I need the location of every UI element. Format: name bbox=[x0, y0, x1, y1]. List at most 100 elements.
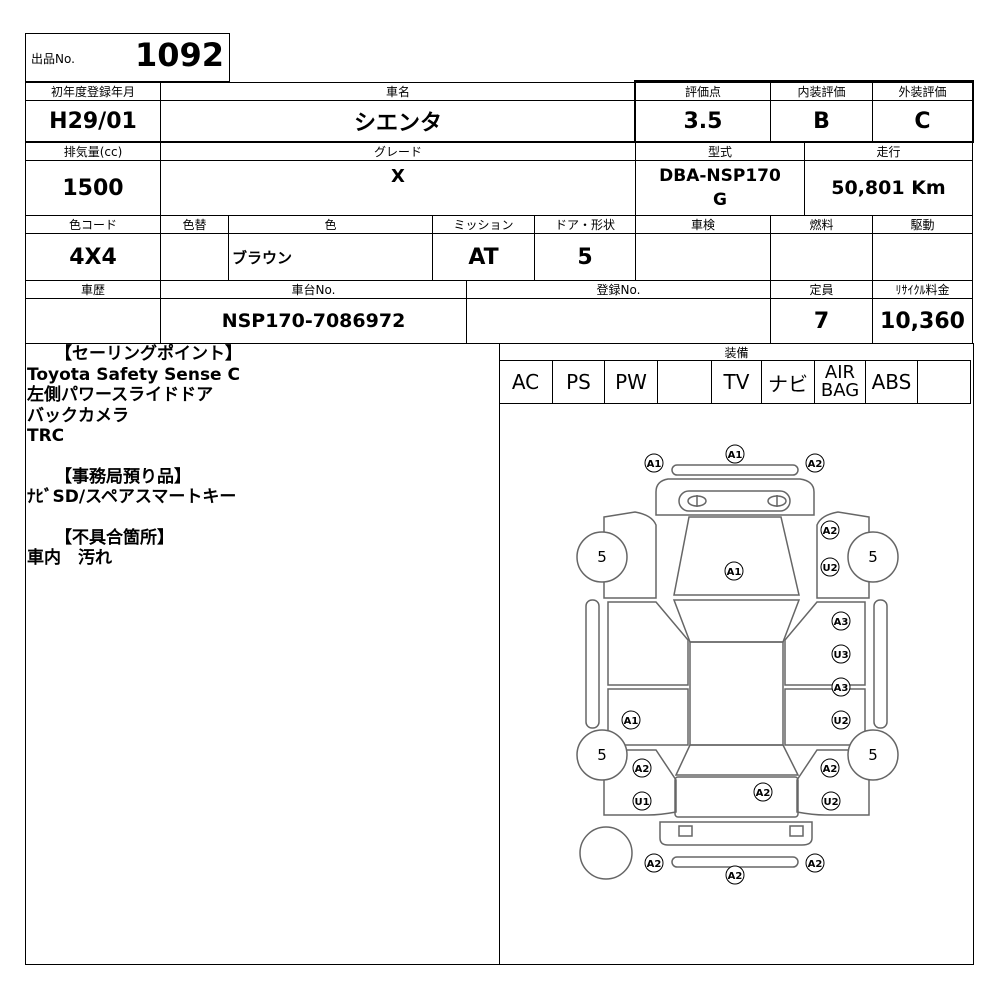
front-bumper-outline bbox=[671, 464, 799, 476]
svg-text:A2: A2 bbox=[756, 788, 771, 799]
left-front-fender-outline bbox=[603, 511, 657, 599]
color-label: 色 bbox=[228, 215, 433, 234]
equipment-airbag: AIR BAG bbox=[815, 361, 866, 403]
tire-depth-label: 5 bbox=[597, 746, 607, 764]
lot-number-label: 出品No. bbox=[31, 52, 75, 66]
front-panel-outline bbox=[655, 478, 815, 516]
tire-depth-label: 5 bbox=[868, 548, 878, 566]
svg-text:U1: U1 bbox=[634, 797, 649, 808]
first-registration: H29/01 bbox=[25, 100, 161, 142]
fuel-label: 燃料 bbox=[770, 215, 873, 234]
selling-point-item: 左側パワースライドドア bbox=[27, 385, 214, 405]
section-divider bbox=[499, 343, 500, 965]
model-line-1: DBA-NSP170 bbox=[659, 166, 781, 186]
car-name-label: 車名 bbox=[160, 82, 636, 101]
right-front-fender-outline bbox=[816, 511, 870, 599]
spare-tire bbox=[579, 826, 633, 880]
damage-mark: U1 bbox=[632, 791, 652, 811]
equipment-navi: ナビ bbox=[762, 361, 815, 403]
repaint-label: 色替 bbox=[160, 215, 229, 234]
recycle-fee: 10,360 bbox=[872, 298, 973, 344]
svg-text:A1: A1 bbox=[647, 459, 662, 470]
damage-mark: A3 bbox=[831, 677, 851, 697]
left-front-door-outline bbox=[607, 601, 689, 686]
damage-mark: A2 bbox=[644, 853, 664, 873]
svg-text:A2: A2 bbox=[635, 764, 650, 775]
left-sill-outline bbox=[585, 599, 600, 729]
damage-mark: A2 bbox=[820, 758, 840, 778]
tire-depth-label: 5 bbox=[597, 548, 607, 566]
svg-text:A2: A2 bbox=[808, 459, 823, 470]
grade-label: グレード bbox=[160, 142, 636, 161]
svg-text:A3: A3 bbox=[834, 683, 849, 694]
damage-mark: A2 bbox=[805, 853, 825, 873]
grille-outline bbox=[678, 490, 791, 512]
svg-text:U2: U2 bbox=[823, 797, 838, 808]
office-items-header: 【事務局預り品】 bbox=[55, 466, 191, 487]
damage-mark: U2 bbox=[820, 557, 840, 577]
model-cell bbox=[635, 160, 805, 216]
svg-text:A2: A2 bbox=[808, 859, 823, 870]
damage-mark: A2 bbox=[725, 865, 745, 885]
tire-rear-right bbox=[847, 729, 899, 781]
inspection-label: 車検 bbox=[635, 215, 771, 234]
equipment-ps: PS bbox=[553, 361, 605, 403]
svg-text:A1: A1 bbox=[624, 716, 639, 727]
equipment-empty-2 bbox=[918, 361, 971, 403]
color-code-label: 色コード bbox=[25, 215, 161, 234]
svg-text:A2: A2 bbox=[823, 764, 838, 775]
tire-rear-left bbox=[576, 729, 628, 781]
right-rear-quarter-outline bbox=[796, 749, 870, 816]
notes-panel: 【セーリングポイント】 Toyota Safety Sense C 左側パワース… bbox=[27, 344, 497, 569]
inspection bbox=[635, 233, 771, 281]
damage-mark: A2 bbox=[753, 782, 773, 802]
svg-text:A2: A2 bbox=[823, 526, 838, 537]
roof-outline bbox=[689, 641, 784, 746]
tire-depth-label: 5 bbox=[868, 746, 878, 764]
equipment-empty-1 bbox=[658, 361, 712, 403]
mileage: 50,801 Km bbox=[804, 160, 973, 216]
selling-point-item: バックカメラ bbox=[27, 405, 129, 426]
capacity-label: 定員 bbox=[770, 280, 873, 299]
first-registration-label: 初年度登録年月 bbox=[25, 82, 161, 101]
equipment-tv: TV bbox=[712, 361, 762, 403]
hood-outline bbox=[673, 516, 800, 596]
damage-mark: A2 bbox=[820, 520, 840, 540]
mission: AT bbox=[432, 233, 535, 281]
damage-mark: A1 bbox=[621, 710, 641, 730]
rear-panel-outline bbox=[659, 821, 813, 846]
mileage-label: 走行 bbox=[804, 142, 973, 161]
damage-mark: U2 bbox=[831, 710, 851, 730]
left-rear-quarter-outline bbox=[603, 749, 677, 816]
displacement: 1500 bbox=[25, 160, 161, 216]
right-sill-outline bbox=[873, 599, 888, 729]
damage-mark: U2 bbox=[821, 791, 841, 811]
history-label: 車歴 bbox=[25, 280, 161, 299]
equipment-airbag-line: AIR bbox=[824, 362, 856, 383]
door: 5 bbox=[534, 233, 636, 281]
svg-text:A2: A2 bbox=[647, 859, 662, 870]
mission-label: ミッション bbox=[432, 215, 535, 234]
recycle-fee-label: ﾘｻｲｸﾙ料金 bbox=[872, 280, 973, 299]
office-item: ﾅﾋﾞSD/スペアスマートキー bbox=[27, 487, 237, 507]
tire-front-left bbox=[576, 531, 628, 583]
damage-mark: U3 bbox=[831, 644, 851, 664]
rear-window-outline bbox=[674, 744, 800, 776]
svg-text:U3: U3 bbox=[833, 650, 848, 661]
svg-text:U2: U2 bbox=[822, 563, 837, 574]
equipment-abs: ABS bbox=[866, 361, 918, 403]
svg-text:U2: U2 bbox=[833, 716, 848, 727]
car-name: シエンタ bbox=[160, 100, 636, 142]
grade: X bbox=[391, 166, 405, 187]
right-front-door-outline bbox=[784, 601, 866, 686]
drive bbox=[872, 233, 973, 281]
equipment-airbag-line: BAG bbox=[820, 380, 860, 401]
model-line-2: G bbox=[713, 190, 727, 210]
score-frame bbox=[634, 80, 974, 143]
selling-points-header: 【セーリングポイント】 bbox=[55, 344, 242, 364]
svg-text:A2: A2 bbox=[728, 871, 743, 882]
registration-number bbox=[466, 298, 771, 344]
history bbox=[25, 298, 161, 344]
chassis-number: NSP170-7086972 bbox=[160, 298, 467, 344]
